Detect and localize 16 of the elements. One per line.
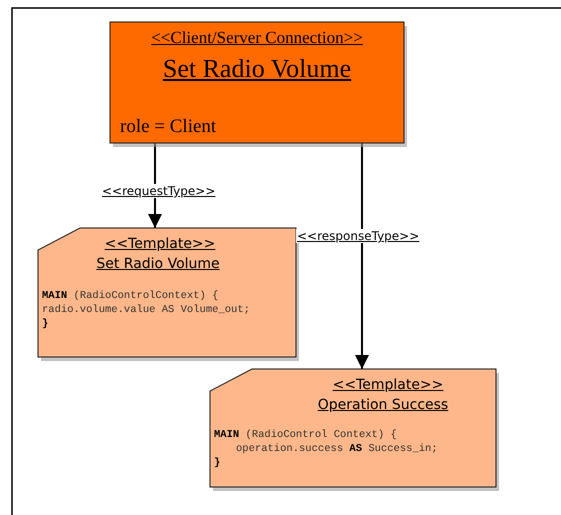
code-line: } <box>42 318 48 330</box>
title-label: Set Radio Volume <box>162 54 352 84</box>
code-line: } <box>214 457 220 469</box>
code-line: radio.volume.value AS Volume_out; <box>42 304 250 316</box>
code-line: MAIN (RadioControl Context) { <box>214 429 397 441</box>
edge-label: <<requestType>> <box>101 184 216 198</box>
code-line: MAIN (RadioControlContext) { <box>42 290 218 302</box>
template-name: Operation Success <box>316 397 450 413</box>
stereotype-label: <<Client/Server Connection>> <box>150 28 364 48</box>
code-line: operation.success AS Success_in; <box>236 443 438 455</box>
stereotype-label: <<Template>> <box>104 236 216 252</box>
arrow <box>355 143 369 369</box>
template-name: Set Radio Volume <box>95 256 221 272</box>
edge-label: <<responseType>> <box>296 229 420 243</box>
role-label: role = Client <box>120 116 216 138</box>
stereotype-label: <<Template>> <box>332 377 444 393</box>
